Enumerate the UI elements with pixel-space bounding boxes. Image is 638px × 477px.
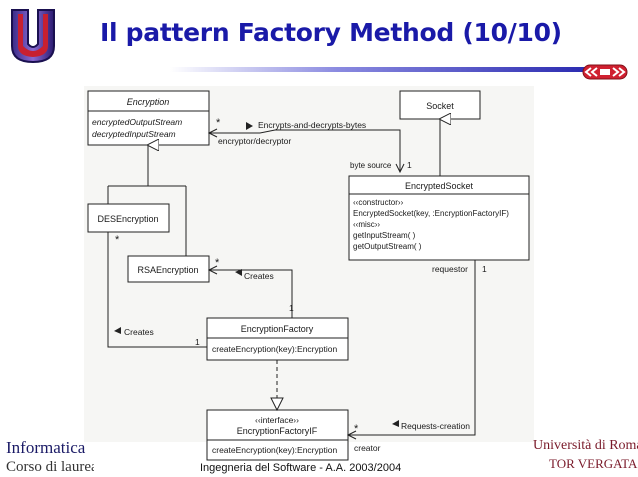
socket-name: Socket [426, 101, 454, 111]
direction-marker-icon [235, 269, 242, 276]
label-encryptor-role: encryptor/decryptor [218, 136, 291, 146]
association-requests-creation [346, 260, 476, 440]
class-encryption-factory [206, 317, 349, 361]
label-requests-creation: Requests-creation [401, 421, 470, 431]
encrypted-socket-stereo-2: ‹‹misc›› [353, 220, 380, 229]
multiplicity-one-socket: 1 [407, 160, 412, 170]
label-byte-source: byte source [350, 161, 392, 170]
footer-university: Università di Roma [533, 438, 638, 453]
factory-if-name: EncryptionFactoryIF [237, 426, 318, 436]
label-creator: creator [354, 443, 381, 453]
class-encrypted-socket [348, 175, 530, 261]
navigation-arrows-icon[interactable] [582, 64, 628, 80]
class-encryption [87, 90, 210, 146]
factory-op-1: createEncryption(key):Encryption [212, 344, 337, 354]
encrypted-socket-op-1: EncryptedSocket(key, :EncryptionFactoryI… [353, 209, 509, 218]
footer-course: Corso di laurea [6, 459, 94, 475]
multiplicity-star-des: * [115, 234, 120, 246]
class-encryption-factory-if [206, 409, 349, 461]
factory-if-op-1: createEncryption(key):Encryption [212, 445, 337, 455]
encrypted-socket-op-2: getInputStream( ) [353, 231, 416, 240]
class-des-encryption [87, 203, 170, 233]
title-underline [170, 67, 590, 72]
multiplicity-one-factory: 1 [289, 303, 294, 313]
association-encrypts [207, 128, 405, 174]
footer-department: Informatica [6, 438, 86, 457]
multiplicity-one-requestor: 1 [482, 264, 487, 274]
multiplicity-star-creator: * [354, 423, 359, 435]
label-encrypts: Encrypts-and-decrypts-bytes [258, 120, 366, 130]
label-requestor: requestor [432, 264, 468, 274]
encrypted-socket-stereo-1: ‹‹constructor›› [353, 198, 404, 207]
multiplicity-star-rsa: * [215, 257, 220, 269]
university-logo-icon [11, 9, 55, 64]
association-creates-rsa [207, 265, 293, 318]
footer-university-name: TOR VERGATA [549, 456, 638, 471]
rsa-name: RSAEncryption [137, 265, 198, 275]
association-creates-des [107, 232, 207, 348]
encryption-name: Encryption [127, 97, 170, 107]
encrypted-socket-name: EncryptedSocket [405, 181, 474, 191]
generalization-arrow [107, 145, 187, 256]
label-creates-des: Creates [124, 327, 154, 337]
encryption-attr-1: encryptedOutputStream [92, 117, 182, 127]
direction-marker-icon [246, 122, 253, 130]
multiplicity-star-encryption: * [216, 117, 221, 129]
direction-marker-icon [392, 420, 399, 427]
direction-marker-icon [114, 327, 121, 334]
slide-title: Il pattern Factory Method (10/10) [100, 18, 562, 47]
label-creates-rsa: Creates [244, 271, 274, 281]
factory-name: EncryptionFactory [241, 324, 314, 334]
encrypted-socket-op-3: getOutputStream( ) [353, 242, 422, 251]
multiplicity-one-des-factory: 1 [195, 337, 200, 347]
encryption-attr-2: decryptedInputStream [92, 129, 176, 139]
footer-course-year: Ingegneria del Software - A.A. 2003/2004 [200, 462, 402, 474]
factory-if-stereo: ‹‹interface›› [255, 415, 299, 425]
class-rsa-encryption [127, 255, 210, 283]
des-name: DESEncryption [97, 214, 158, 224]
